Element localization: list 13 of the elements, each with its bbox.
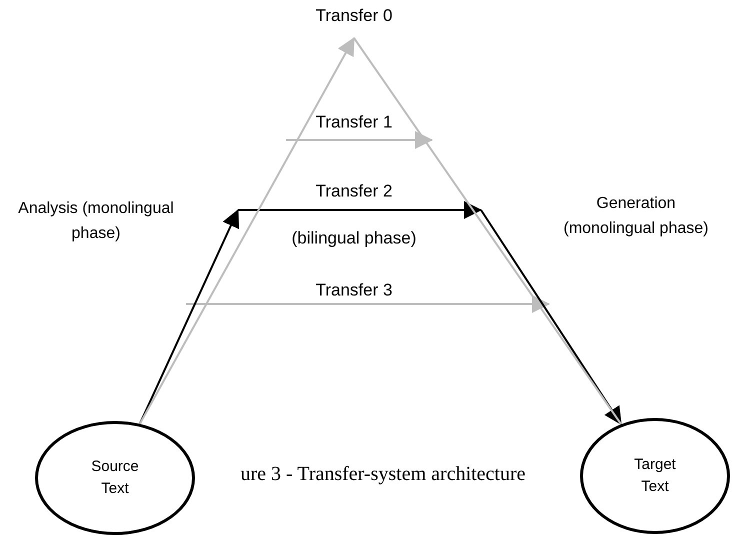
arrow [138,209,240,424]
text-label: Transfer 1 [316,112,392,134]
text-label: Generation (monolingual phase) [562,194,710,239]
caption: ure 3 - Transfer-system architecture [240,462,526,487]
node-text: Source Text [90,457,140,499]
text-label: Analysis (monolingual phase) [17,199,175,244]
text-label: (bilingual phase) [292,228,416,250]
text-label: Transfer 2 [316,180,392,202]
node-text: Target Text [633,455,677,497]
node-text: Transfer 0 [316,6,392,26]
arrow [139,37,355,424]
text-label: Transfer 3 [316,280,392,302]
arrow [480,209,622,426]
